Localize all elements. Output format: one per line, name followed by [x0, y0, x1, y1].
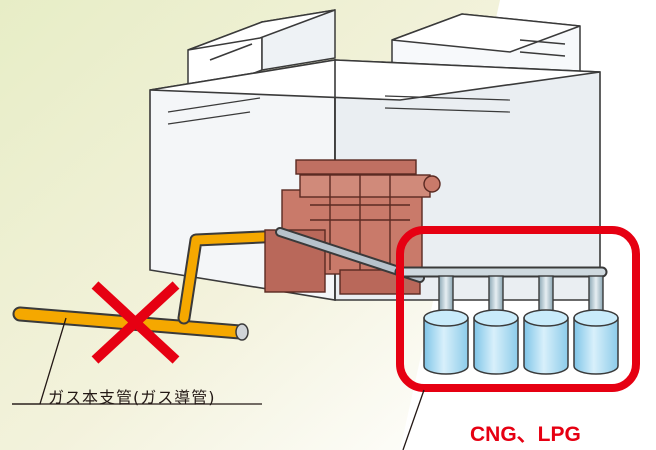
gas-cylinders	[423, 309, 619, 375]
cylinder-2	[473, 309, 519, 375]
gas-pipe-label: ガス本支管(ガス導管)	[48, 388, 216, 407]
cylinder-valves	[438, 275, 604, 313]
fuel-label-leader	[402, 389, 425, 450]
pipe-end-cap	[235, 323, 249, 341]
highlight-frame	[396, 226, 640, 392]
fuel-type-label: CNG、LPG	[470, 423, 581, 446]
rooftop-unit-left	[187, 9, 336, 100]
cylinder-3	[523, 309, 569, 375]
cylinder-4	[573, 309, 619, 375]
cross-mark	[91, 281, 180, 364]
cylinder-1	[423, 309, 469, 375]
